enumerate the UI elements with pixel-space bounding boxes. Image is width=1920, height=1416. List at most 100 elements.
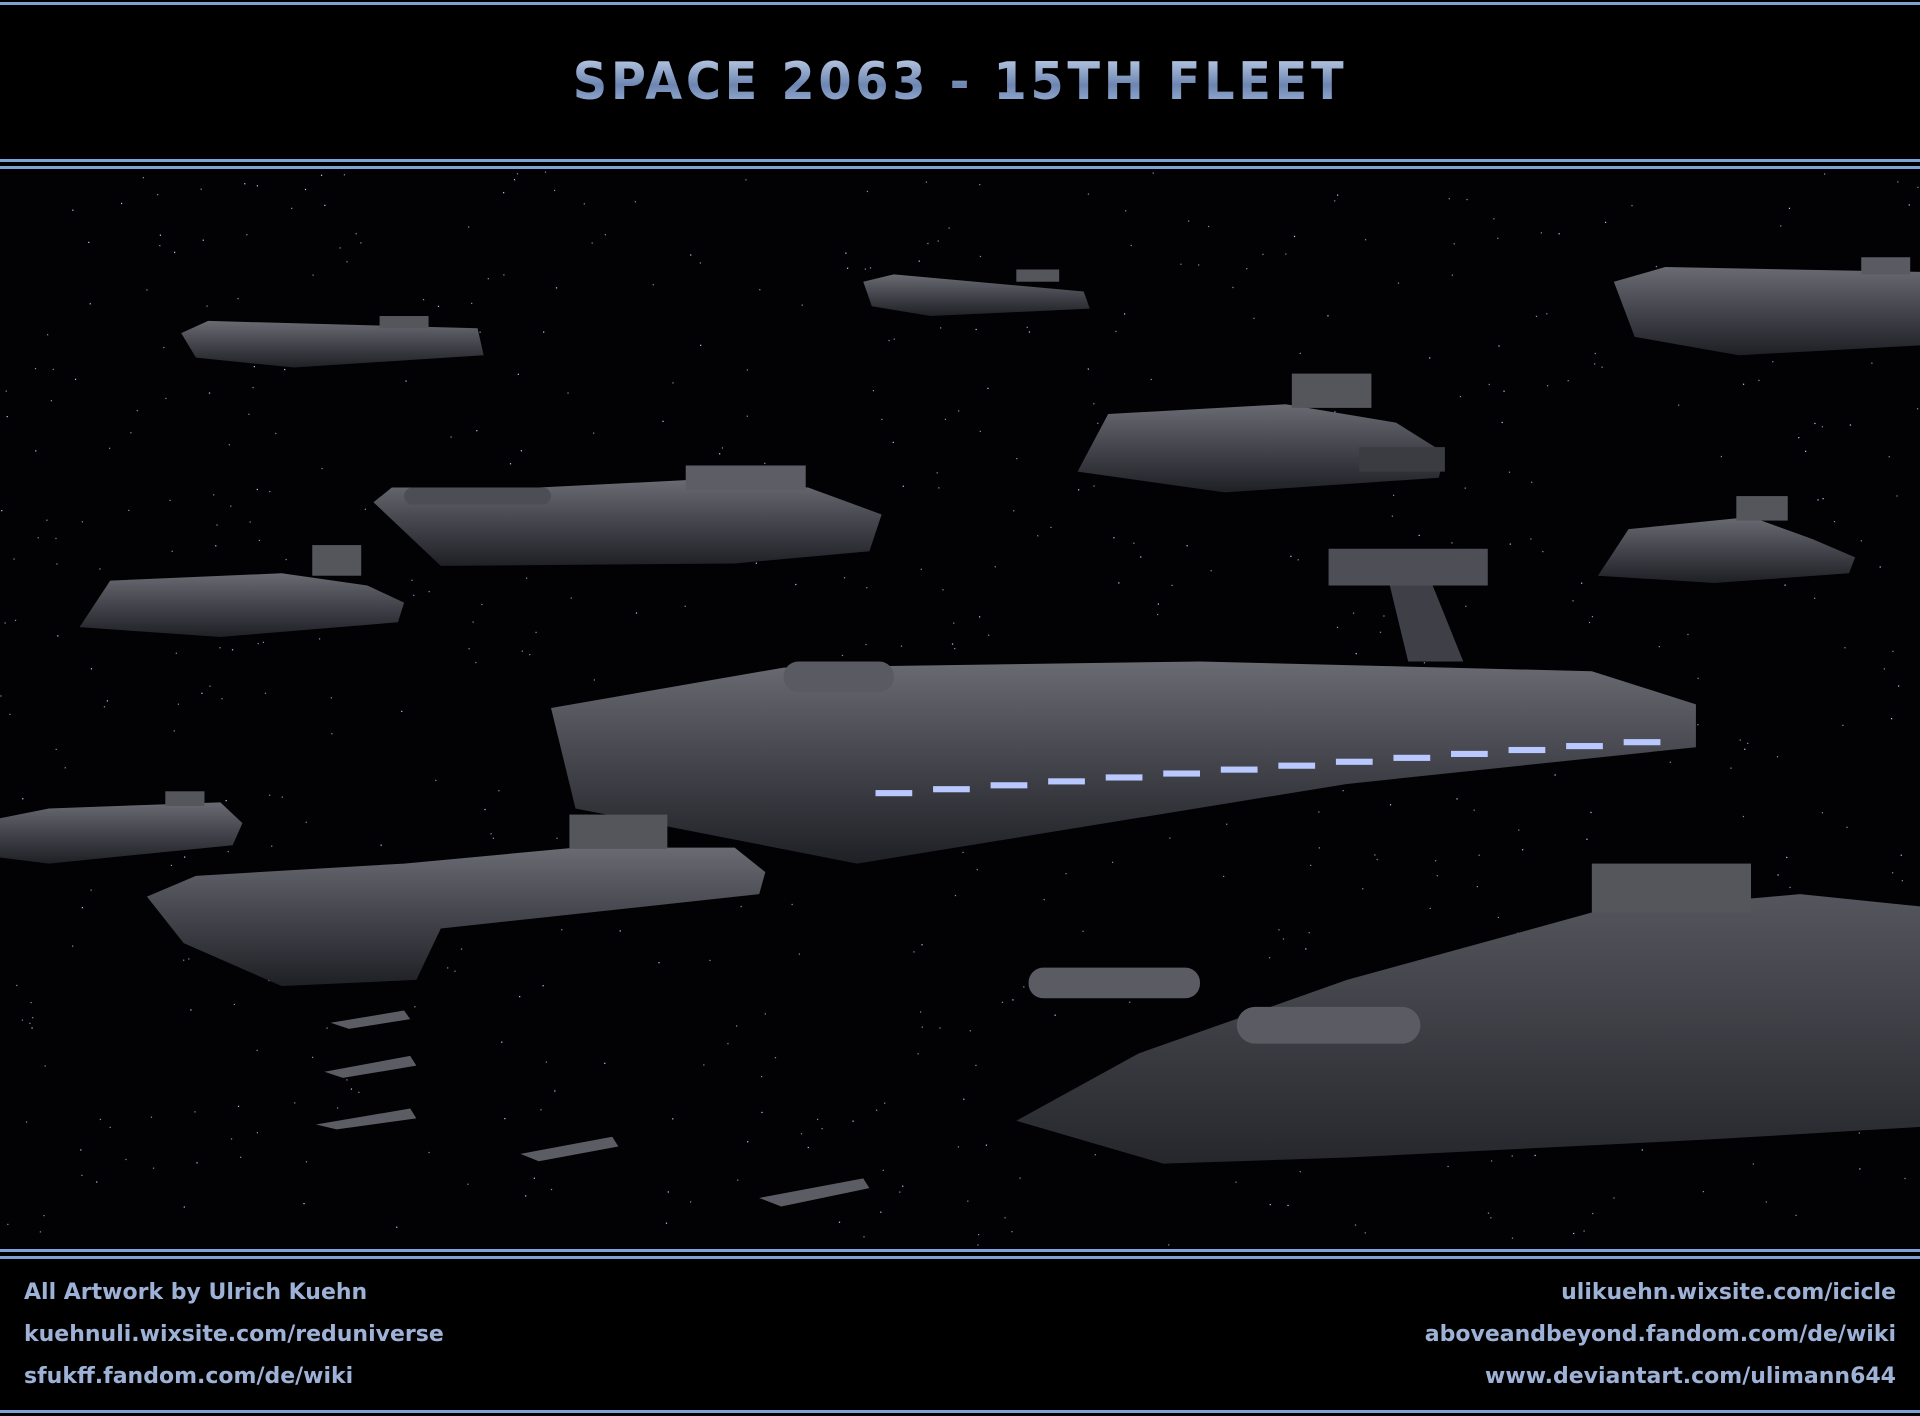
star — [1488, 383, 1490, 386]
star — [1290, 555, 1292, 557]
star — [1374, 854, 1376, 856]
star — [450, 436, 452, 438]
star — [1133, 542, 1135, 544]
star — [1891, 872, 1894, 874]
link-aboveandbeyond-wiki[interactable]: aboveandbeyond.fandom.com/de/wiki — [1424, 1322, 1896, 1347]
star — [1043, 898, 1045, 901]
window-lights — [875, 739, 1661, 797]
star — [196, 1162, 198, 1164]
star — [533, 1177, 535, 1179]
star — [1016, 457, 1018, 460]
window-light — [875, 790, 913, 797]
star — [1125, 210, 1127, 212]
star — [1423, 662, 1426, 664]
star — [1497, 237, 1499, 239]
star — [171, 550, 173, 552]
star — [521, 650, 523, 652]
star — [556, 837, 558, 839]
star — [47, 334, 49, 336]
star — [919, 1011, 922, 1013]
window-light — [1105, 774, 1143, 781]
link-icicle[interactable]: ulikuehn.wixsite.com/icicle — [1561, 1280, 1896, 1305]
star — [954, 894, 957, 897]
star — [1588, 621, 1591, 624]
star — [927, 242, 929, 245]
star — [269, 490, 271, 493]
star — [690, 1201, 692, 1203]
star — [967, 1200, 969, 1202]
star — [1789, 886, 1791, 889]
star — [1493, 218, 1495, 220]
star — [1262, 253, 1264, 256]
star — [498, 790, 500, 792]
star — [545, 1061, 547, 1063]
star — [509, 463, 512, 465]
star — [544, 171, 547, 173]
star — [1094, 1154, 1096, 1156]
star — [634, 201, 636, 203]
star — [213, 494, 215, 496]
star — [1490, 1160, 1493, 1162]
star — [1798, 437, 1800, 439]
star — [1591, 616, 1594, 618]
star — [157, 194, 159, 196]
star — [866, 190, 869, 193]
link-reduniverse[interactable]: kuehnuli.wixsite.com/reduniverse — [24, 1322, 444, 1347]
star — [593, 432, 595, 434]
star — [1093, 403, 1095, 405]
star — [800, 1133, 803, 1135]
star — [21, 1019, 24, 1021]
star — [1641, 1149, 1643, 1151]
link-sfukff-wiki[interactable]: sfukff.fandom.com/de/wiki — [24, 1364, 354, 1389]
star — [346, 261, 348, 263]
star — [163, 346, 165, 349]
star — [324, 204, 326, 207]
link-deviantart[interactable]: www.deviantart.com/ulimann644 — [1485, 1364, 1896, 1389]
star — [1354, 1224, 1357, 1226]
star — [672, 1118, 674, 1120]
star — [921, 1026, 923, 1028]
star — [1318, 847, 1320, 849]
star — [917, 1053, 919, 1055]
star — [447, 967, 449, 969]
star — [570, 597, 572, 599]
star — [1858, 1132, 1860, 1134]
star — [1530, 538, 1532, 540]
star — [294, 1102, 296, 1104]
star — [1572, 600, 1574, 602]
star — [1777, 874, 1779, 876]
star — [1900, 854, 1902, 856]
star — [146, 289, 148, 291]
star — [1849, 424, 1852, 426]
star — [951, 643, 954, 645]
star — [1669, 761, 1671, 763]
star — [1434, 860, 1437, 862]
star — [152, 1167, 155, 1169]
star — [165, 397, 167, 400]
window-light — [1048, 778, 1085, 785]
star — [872, 390, 875, 392]
star — [468, 226, 470, 228]
star — [240, 1156, 242, 1158]
star — [864, 268, 866, 270]
star — [737, 1179, 739, 1181]
star — [1752, 1163, 1754, 1165]
star — [1362, 888, 1364, 890]
star — [4, 622, 6, 624]
star — [1082, 930, 1084, 932]
star — [422, 299, 425, 301]
star — [475, 661, 477, 664]
star — [1050, 526, 1052, 529]
star — [50, 400, 53, 402]
star — [529, 653, 531, 656]
star — [1026, 326, 1028, 329]
star — [1113, 537, 1115, 539]
star — [1334, 411, 1336, 413]
star — [318, 638, 321, 640]
header-divider-line-2 — [0, 166, 1920, 169]
star — [128, 509, 130, 512]
star — [540, 1109, 542, 1111]
star — [1739, 739, 1741, 741]
star — [256, 488, 258, 491]
star — [969, 1030, 971, 1032]
